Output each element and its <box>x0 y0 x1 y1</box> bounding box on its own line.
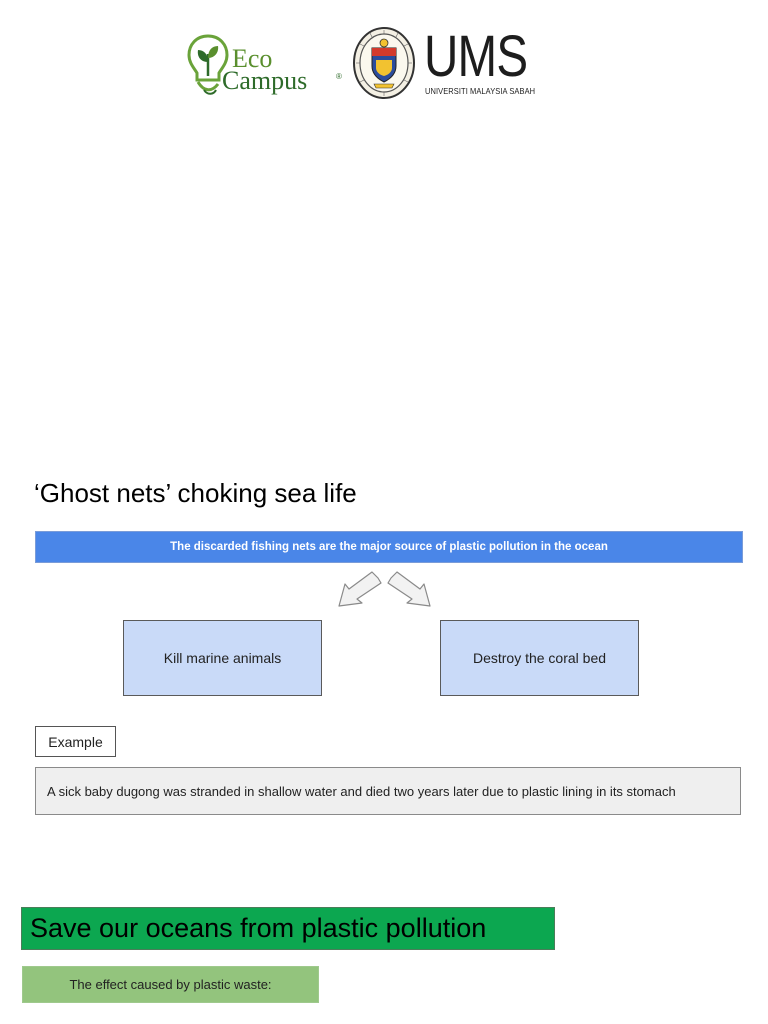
eco-logo-registered-mark: ® <box>336 72 342 81</box>
ums-crest <box>352 26 416 100</box>
slide-title: ‘Ghost nets’ choking sea life <box>34 478 357 508</box>
effect-box-destroy-coral-bed: Destroy the coral bed <box>440 620 639 696</box>
example-label: Example <box>35 726 116 757</box>
arrow-left <box>338 571 382 607</box>
example-text-box: A sick baby dugong was stranded in shall… <box>35 767 741 815</box>
ums-letters: UMS <box>424 24 528 89</box>
eco-logo-line2: Campus <box>222 66 308 95</box>
eco-logo-line1: Eco <box>232 44 273 73</box>
eco-campus-logo: Eco Campus ® <box>186 30 344 100</box>
ums-wordmark: UMS UNIVERSITI MALAYSIA SABAH <box>424 26 544 100</box>
effect-caption: The effect caused by plastic waste: <box>22 966 319 1003</box>
source-banner: The discarded fishing nets are the major… <box>35 531 743 563</box>
split-arrows <box>330 570 440 612</box>
ums-subtitle: UNIVERSITI MALAYSIA SABAH <box>425 86 536 96</box>
effect-box-kill-marine-animals: Kill marine animals <box>123 620 322 696</box>
split-arrows-icon <box>338 571 431 607</box>
save-oceans-headline: Save our oceans from plastic pollution <box>21 907 555 950</box>
arrow-right <box>387 571 431 607</box>
ums-crest-icon <box>353 27 415 99</box>
plant-bulb-icon <box>187 34 229 95</box>
